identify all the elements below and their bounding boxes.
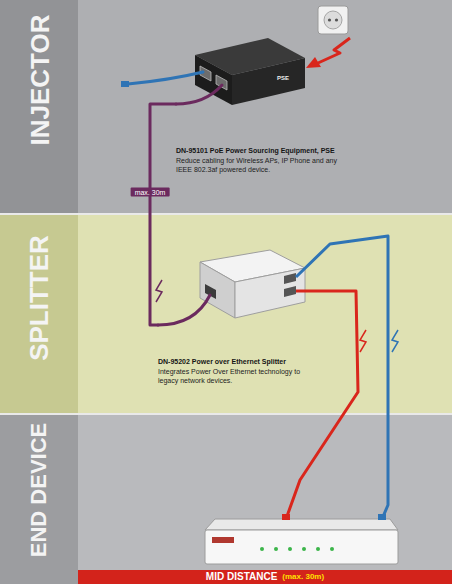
cable-connector <box>150 104 176 325</box>
end-device <box>205 514 398 564</box>
label-holder: max. 30m <box>131 188 170 197</box>
lightning-mark <box>360 330 366 352</box>
device-heading: DN-95101 PoE Power Sourcing Equipment, P… <box>176 146 354 155</box>
status-led <box>260 547 264 551</box>
section-title: END DEVICE <box>28 423 50 557</box>
status-led <box>316 547 320 551</box>
section-band: SPLITTER DN-95202 Power over Ethernet Spl… <box>0 215 452 413</box>
power-arrow <box>318 38 350 63</box>
power-cable <box>286 291 358 519</box>
rj45-port <box>284 273 296 284</box>
device-description: Reduce cabling for Wireless APs, IP Phon… <box>176 156 354 174</box>
poe-cable <box>158 295 210 325</box>
bar-caption: (max. 30m) <box>282 573 324 581</box>
socket-hole <box>328 18 331 21</box>
label-holder: PSE <box>277 75 289 81</box>
lightning-mark <box>156 280 162 302</box>
status-led <box>274 547 278 551</box>
section-band: INJECTOR DN-95101 PoE Power Sourcing Equi… <box>0 0 452 213</box>
wall-socket <box>318 6 348 34</box>
bar-caption: MID DISTANCE <box>206 572 277 582</box>
band-strip: END DEVICE <box>0 415 78 570</box>
cable-plug <box>282 514 290 520</box>
device-side <box>200 262 235 318</box>
cable-plug <box>378 514 386 520</box>
socket-hole <box>335 18 338 21</box>
section-title: SPLITTER <box>26 235 52 361</box>
poe-cable <box>176 85 222 104</box>
splitter-device <box>200 250 305 318</box>
connector-group <box>150 104 176 325</box>
device-side <box>195 55 232 105</box>
device-front <box>232 58 305 105</box>
power-arrow-head <box>306 57 321 68</box>
device-logo <box>212 537 234 543</box>
device-top <box>205 519 398 530</box>
status-led <box>288 547 292 551</box>
section-title: INJECTOR <box>26 15 52 146</box>
distance-tag: max. 30m <box>131 188 170 197</box>
distance-bar: MID DISTANCE (max. 30m) <box>78 570 452 584</box>
data-cable <box>296 236 388 519</box>
lightning-mark <box>392 330 398 352</box>
corner-strip <box>0 570 78 584</box>
device-description: Integrates Power Over Ethernet technolog… <box>158 367 318 385</box>
data-cable <box>128 72 203 84</box>
band-strip: INJECTOR <box>0 0 78 213</box>
status-led <box>330 547 334 551</box>
socket-plate <box>318 6 348 34</box>
status-led <box>302 547 306 551</box>
device-marking: PSE <box>277 75 289 81</box>
socket-ring <box>324 11 342 29</box>
band-strip: SPLITTER <box>0 215 78 413</box>
dc-port <box>284 286 296 297</box>
device-heading: DN-95202 Power over Ethernet Splitter <box>158 357 318 366</box>
device-front <box>205 530 398 564</box>
device-front <box>235 268 305 318</box>
